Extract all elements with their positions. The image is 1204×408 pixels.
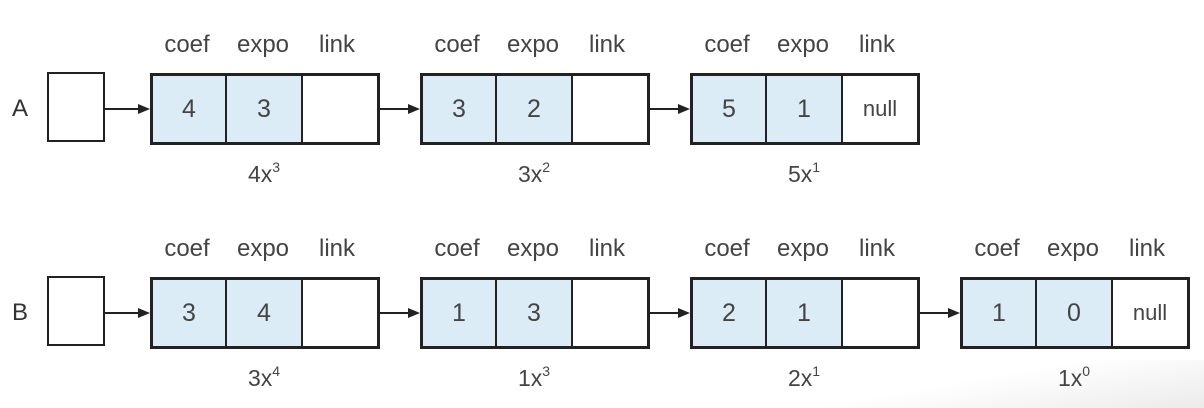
link-field: [303, 76, 377, 142]
link-field: null: [1113, 280, 1187, 346]
link-arrow-head: [678, 308, 690, 318]
head-arrow-head: [138, 104, 150, 114]
term-exponent: 0: [1082, 363, 1091, 379]
head-arrow-head: [138, 308, 150, 318]
link-arrow-head: [948, 308, 960, 318]
expo-field: 3: [227, 76, 303, 142]
header-expo: expo: [1046, 235, 1100, 262]
header-coef: coef: [974, 235, 1020, 262]
link-arrow-head: [678, 104, 690, 114]
coef-field: 1: [423, 280, 497, 346]
term-exponent: 2: [542, 159, 551, 175]
term-label: 5x1: [744, 159, 864, 188]
expo-field: 3: [497, 280, 573, 346]
term-label: 3x4: [204, 363, 324, 392]
term-base: 4x: [247, 161, 273, 187]
head-pointer-box: [47, 276, 105, 346]
term-base: 5x: [787, 161, 813, 187]
term-label: 2x1: [744, 363, 864, 392]
term-base: 3x: [247, 365, 273, 391]
header-link: link: [318, 31, 355, 58]
header-coef: coef: [704, 31, 750, 58]
header-link: link: [588, 235, 625, 262]
term-exponent: 3: [272, 159, 281, 175]
term-base: 1x: [1057, 365, 1083, 391]
term-label: 1x0: [1014, 363, 1134, 392]
link-field: null: [843, 76, 917, 142]
header-coef: coef: [434, 235, 480, 262]
link-field: [843, 280, 917, 346]
term-exponent: 1: [812, 159, 821, 175]
header-link: link: [588, 31, 625, 58]
header-expo: expo: [776, 31, 830, 58]
header-coef: coef: [164, 31, 210, 58]
coef-field: 2: [693, 280, 767, 346]
link-arrow-head: [408, 104, 420, 114]
term-exponent: 4: [272, 363, 281, 379]
coef-field: 3: [423, 76, 497, 142]
term-base: 1x: [517, 365, 543, 391]
header-link: link: [1128, 235, 1165, 262]
header-expo: expo: [236, 235, 290, 262]
term-base: 2x: [787, 365, 813, 391]
term-exponent: 1: [812, 363, 821, 379]
expo-field: 1: [767, 76, 843, 142]
term-base: 3x: [517, 161, 543, 187]
list-label-a: A: [11, 95, 28, 122]
term-label: 1x3: [474, 363, 594, 392]
term-exponent: 3: [542, 363, 551, 379]
header-coef: coef: [704, 235, 750, 262]
link-field: [303, 280, 377, 346]
expo-field: 4: [227, 280, 303, 346]
coef-field: 5: [693, 76, 767, 142]
shadow-overlay: [820, 360, 1204, 408]
header-expo: expo: [236, 31, 290, 58]
header-expo: expo: [506, 31, 560, 58]
header-expo: expo: [506, 235, 560, 262]
header-expo: expo: [776, 235, 830, 262]
link-field: [573, 76, 647, 142]
term-label: 3x2: [474, 159, 594, 188]
link-arrow-head: [408, 308, 420, 318]
coef-field: 3: [153, 280, 227, 346]
term-label: 4x3: [204, 159, 324, 188]
header-link: link: [858, 31, 895, 58]
coef-field: 4: [153, 76, 227, 142]
header-coef: coef: [434, 31, 480, 58]
header-link: link: [858, 235, 895, 262]
expo-field: 2: [497, 76, 573, 142]
list-label-b: B: [11, 299, 28, 326]
expo-field: 0: [1037, 280, 1113, 346]
expo-field: 1: [767, 280, 843, 346]
head-pointer-box: [47, 72, 105, 142]
header-coef: coef: [164, 235, 210, 262]
coef-field: 1: [963, 280, 1037, 346]
link-field: [573, 280, 647, 346]
header-link: link: [318, 235, 355, 262]
